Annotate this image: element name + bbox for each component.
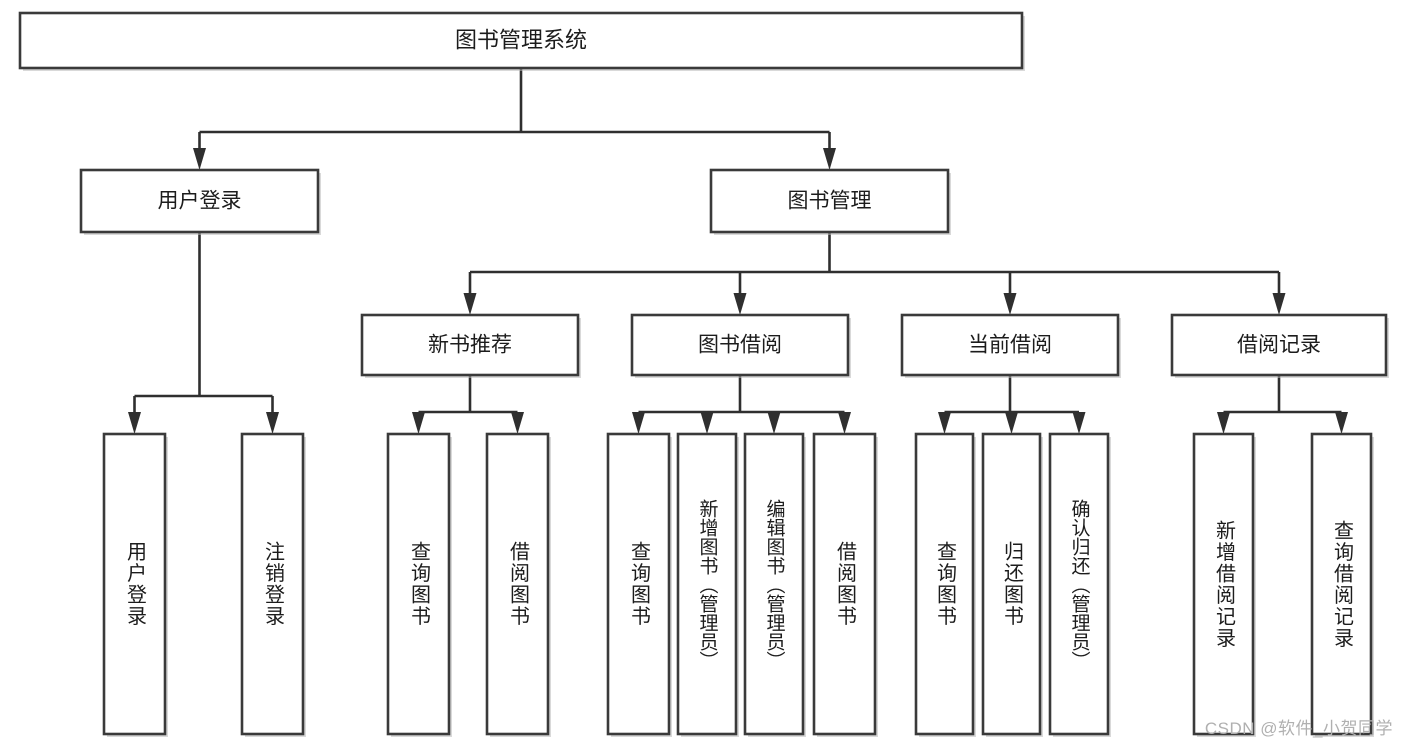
node-leaf-add-record [1192,432,1256,737]
edge-borrow-record-branch-0 [1217,412,1230,434]
node-borrow-record [1170,313,1389,378]
node-leaf-user-login [102,432,168,737]
node-leaf-borrow-book-2 [812,432,878,737]
node-label-new-book-rec: 新书推荐 [428,334,512,357]
node-root [18,11,1025,71]
edge-book-manage-branch-2 [1003,272,1017,315]
edge-new-book-rec-branch-1 [511,412,524,434]
edge-book-manage-branch-1 [733,272,747,315]
node-leaf-confirm-return [1048,432,1111,737]
node-leaf-add-book [676,432,739,737]
watermark-text: CSDN @软件_小贺同学 [1204,719,1393,738]
node-new-book-rec [360,313,581,378]
node-label-book-borrow: 图书借阅 [698,334,782,357]
node-label-user-login: 用户登录 [158,190,242,213]
node-label-borrow-record: 借阅记录 [1237,334,1321,357]
edge-new-book-rec-branch-0 [412,412,425,434]
edge-book-manage-branch-0 [463,272,477,315]
edge-book-borrow-branch-2 [767,412,781,434]
edge-book-borrow-branch-0 [632,412,645,434]
node-leaf-query-book-3 [914,432,976,737]
node-leaf-logout [240,432,306,737]
edge-current-borrow-branch-1 [1005,412,1018,434]
node-leaf-edit-book [743,432,806,737]
edge-current-borrow-branch-0 [938,412,951,434]
node-label-current-borrow: 当前借阅 [968,334,1052,357]
node-boxes [18,11,1389,737]
edge-book-borrow-branch-1 [700,412,714,434]
node-user-login [79,168,321,235]
node-book-manage [709,168,951,235]
edge-borrow-record-branch-1 [1335,412,1348,434]
edge-root-branch-1 [823,132,836,170]
node-leaf-query-record [1310,432,1374,737]
node-leaf-return-book [981,432,1043,737]
edge-book-borrow-branch-3 [838,412,851,434]
node-book-borrow [630,313,851,378]
edge-book-manage-branch-3 [1272,272,1286,315]
node-label-book-manage: 图书管理 [788,190,872,213]
connector-edges [128,68,1348,434]
node-leaf-query-book-2 [606,432,672,737]
edge-user-login-branch-1 [266,396,279,434]
node-current-borrow [900,313,1121,378]
edge-root-branch-0 [193,132,206,170]
node-label-root: 图书管理系统 [455,27,587,52]
edge-current-borrow-branch-2 [1072,412,1086,434]
node-leaf-query-book-1 [386,432,452,737]
edge-user-login-branch-0 [128,396,141,434]
node-leaf-borrow-book-1 [485,432,551,737]
